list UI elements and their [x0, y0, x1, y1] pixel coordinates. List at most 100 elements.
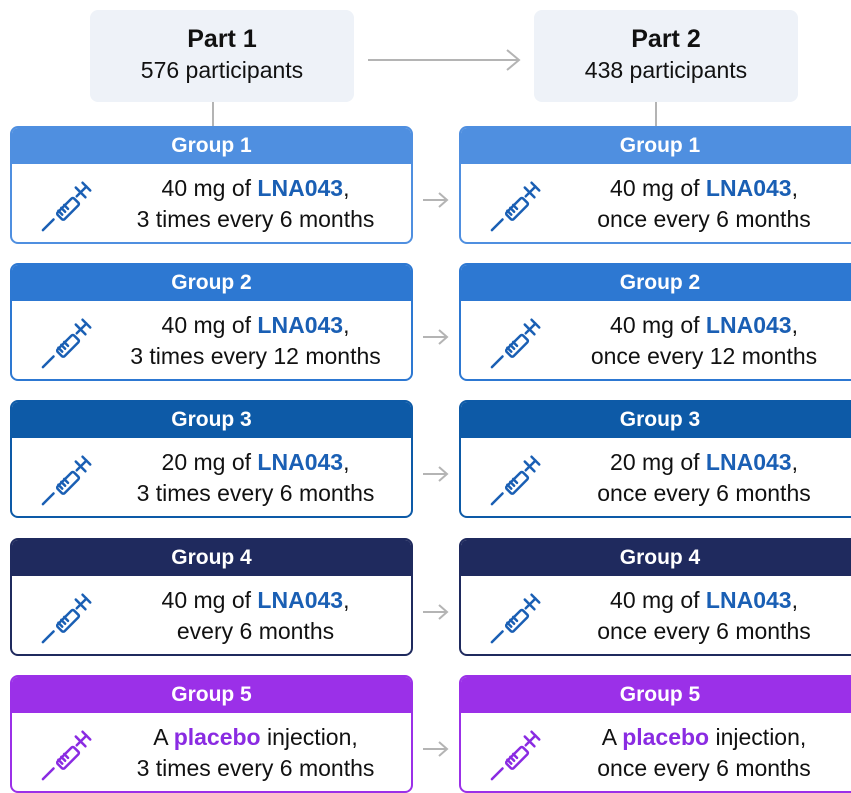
dose-line: 40 mg of LNA043,	[555, 310, 851, 341]
syringe-icon	[41, 593, 92, 644]
group-title: Group 4	[12, 540, 411, 576]
group-body: A placebo injection,once every 6 months	[461, 713, 851, 791]
syringe-icon	[41, 730, 92, 781]
syringe-icon	[41, 318, 92, 369]
syringe-icon	[41, 455, 92, 506]
group-title: Group 2	[12, 265, 411, 301]
group-title: Group 4	[461, 540, 851, 576]
dose-prefix: 40 mg of	[610, 587, 706, 613]
group-body: 20 mg of LNA043,once every 6 months	[461, 438, 851, 516]
dose-prefix: 20 mg of	[161, 449, 258, 475]
dose-text: 20 mg of LNA043,once every 6 months	[555, 438, 851, 516]
group-title: Group 1	[461, 128, 851, 164]
dose-schedule: once every 6 months	[597, 618, 811, 644]
dose-line: 40 mg of LNA043,	[106, 173, 405, 204]
group-title: Group 1	[12, 128, 411, 164]
dose-suffix: ,	[343, 312, 350, 338]
arrow-right-icon	[423, 741, 449, 757]
dose-line: A placebo injection,	[555, 722, 851, 753]
dose-schedule: 3 times every 6 months	[136, 480, 375, 506]
dose-schedule: 3 times every 6 months	[136, 755, 375, 781]
syringe-icon	[490, 318, 541, 369]
part-1-title: Part 1	[187, 25, 257, 53]
dose-line: 40 mg of LNA043,	[106, 585, 405, 616]
dose-prefix: 40 mg of	[161, 175, 258, 201]
group-title: Group 5	[12, 677, 411, 713]
syringe-icon	[490, 181, 541, 232]
group-body: 40 mg of LNA043,every 6 months	[12, 576, 411, 654]
dose-suffix: ,	[791, 587, 798, 613]
arrow-right-icon	[423, 466, 449, 482]
part-1-box: Part 1 576 participants	[90, 10, 354, 102]
group-card: Group 3 20 mg of LNA043, 3 times every 6 m…	[10, 400, 413, 518]
dose-schedule: once every 6 months	[597, 206, 811, 232]
syringe-icon	[41, 181, 92, 232]
drug-name: LNA043	[705, 175, 792, 201]
dose-suffix: ,	[343, 175, 350, 201]
group-title: Group 2	[461, 265, 851, 301]
group-body: 40 mg of LNA043,once every 6 months	[461, 576, 851, 654]
dose-line: 40 mg of LNA043,	[106, 310, 405, 341]
group-body: 40 mg of LNA043,once every 6 months	[461, 164, 851, 242]
syringe-icon	[490, 455, 541, 506]
drug-name: placebo	[622, 724, 710, 750]
group-body: A placebo injection,3 times every 6 mont…	[12, 713, 411, 791]
dose-line: 40 mg of LNA043,	[555, 585, 851, 616]
dose-suffix: ,	[343, 587, 350, 613]
dose-text: 40 mg of LNA043,every 6 months	[106, 576, 405, 654]
dose-suffix: ,	[791, 175, 798, 201]
drug-name: LNA043	[257, 312, 344, 338]
part-2-connector	[655, 102, 657, 127]
dose-text: 20 mg of LNA043, 3 times every 6 months	[106, 438, 405, 516]
dose-text: 40 mg of LNA043,once every 6 months	[555, 164, 851, 242]
part-1-connector	[212, 102, 214, 127]
dose-prefix: A	[153, 724, 174, 750]
drug-name: LNA043	[257, 449, 344, 475]
dose-line: 40 mg of LNA043,	[555, 173, 851, 204]
drug-name: LNA043	[705, 312, 792, 338]
arrow-right-icon	[368, 49, 521, 71]
dose-prefix: 40 mg of	[161, 587, 258, 613]
dose-prefix: 40 mg of	[610, 312, 706, 338]
dose-schedule: once every 12 months	[590, 343, 818, 369]
dose-line: 20 mg of LNA043,	[555, 447, 851, 478]
arrow-right-icon	[423, 192, 449, 208]
dose-prefix: A	[601, 724, 623, 750]
group-title: Group 5	[461, 677, 851, 713]
group-body: 40 mg of LNA043,3 times every 6 months	[12, 164, 411, 242]
dose-suffix: ,	[343, 449, 350, 475]
drug-name: LNA043	[705, 449, 792, 475]
dose-text: A placebo injection,once every 6 months	[555, 713, 851, 791]
dose-suffix: injection,	[709, 724, 807, 750]
dose-text: A placebo injection,3 times every 6 mont…	[106, 713, 405, 791]
dose-schedule: 3 times every 12 months	[130, 343, 381, 369]
dose-schedule: once every 6 months	[597, 480, 811, 506]
dose-text: 40 mg of LNA043,once every 6 months	[555, 576, 851, 654]
dose-prefix: 20 mg of	[610, 449, 706, 475]
part-1-participants: 576 participants	[140, 57, 304, 83]
drug-name: placebo	[173, 724, 261, 750]
dose-schedule: once every 6 months	[597, 755, 811, 781]
dose-text: 40 mg of LNA043,3 times every 12 months	[106, 301, 405, 379]
dose-prefix: 40 mg of	[161, 312, 258, 338]
group-body: 40 mg of LNA043,3 times every 12 months	[12, 301, 411, 379]
group-title: Group 3	[12, 402, 411, 438]
syringe-icon	[490, 730, 541, 781]
group-body: 40 mg of LNA043,once every 12 months	[461, 301, 851, 379]
dose-line: A placebo injection,	[106, 722, 405, 753]
drug-name: LNA043	[705, 587, 792, 613]
drug-name: LNA043	[257, 587, 344, 613]
group-body: 20 mg of LNA043, 3 times every 6 months	[12, 438, 411, 516]
dose-prefix: 40 mg of	[610, 175, 706, 201]
syringe-icon	[490, 593, 541, 644]
dose-suffix: ,	[791, 449, 798, 475]
dose-suffix: ,	[791, 312, 798, 338]
part-2-participants: 438 participants	[584, 57, 748, 83]
